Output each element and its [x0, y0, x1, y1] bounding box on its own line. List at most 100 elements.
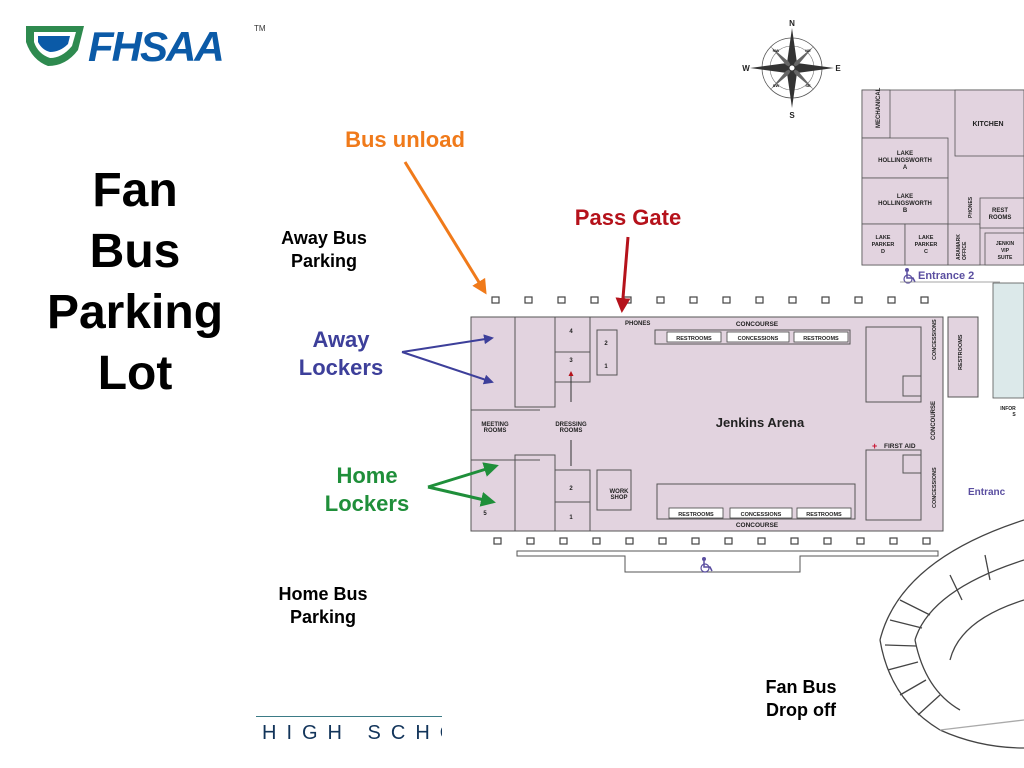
- fan-bus-drop-off-line-1: Fan Bus: [765, 677, 837, 697]
- concourse-top-rooms: [666, 331, 852, 519]
- restrooms-right: RESTROOMS: [958, 334, 964, 370]
- lake-hollingsworth-b-3: B: [903, 208, 908, 214]
- restrooms-3: RESTROOMS: [678, 512, 714, 518]
- home-lockers-line-1: Home: [336, 463, 398, 488]
- away-bus-parking-line-1: Away Bus: [281, 228, 367, 248]
- room-3: 3: [569, 358, 573, 364]
- annex-kitchen: KITCHEN: [972, 121, 1003, 128]
- away-bus-parking-line-2: Parking: [290, 251, 358, 271]
- away-bus-parking-label: Away Bus Parking: [256, 227, 392, 273]
- jenkins-vip-1: JENKIN: [996, 241, 1015, 247]
- room-1-small: 1: [604, 364, 608, 370]
- first-aid: FIRST AID: [884, 443, 916, 450]
- dressing-rooms-1: DRESSING: [555, 422, 587, 428]
- restrooms-4: RESTROOMS: [806, 512, 842, 518]
- information-1: INFOR: [1000, 406, 1016, 412]
- restrooms-1: RESTROOMS: [676, 336, 712, 342]
- dressing-rooms-2: ROOMS: [560, 428, 583, 434]
- home-lockers-label: Home Lockers: [304, 462, 430, 518]
- circular-drop-off-structure: [879, 519, 1024, 749]
- jenkins-arena-building: [470, 316, 979, 532]
- information-2: S: [1012, 412, 1016, 418]
- restrooms-2: RESTROOMS: [803, 336, 839, 342]
- lake-parker-d-2: PARKER: [872, 242, 895, 248]
- trademark-mark: TM: [254, 24, 266, 33]
- pass-gate-arrow: [615, 236, 631, 313]
- compass-e: E: [835, 64, 841, 73]
- room-1: 1: [569, 515, 573, 521]
- annex-building: [861, 89, 1024, 399]
- lake-hollingsworth-b-2: HOLLINGSWORTH: [878, 201, 932, 207]
- concessions-right-1: CONCESSIONS: [932, 319, 938, 360]
- away-lockers-label: Away Lockers: [278, 326, 404, 382]
- compass-sw: SW: [773, 83, 780, 88]
- title-line-2: Bus: [89, 225, 181, 278]
- home-bus-parking-line-2: Parking: [289, 607, 357, 627]
- work-shop-2: SHOP: [610, 495, 627, 501]
- room-2: 2: [569, 486, 573, 492]
- logo-wordmark: FHSAA: [88, 23, 225, 70]
- concessions-1: CONCESSIONS: [738, 336, 779, 342]
- meeting-rooms-1: MEETING: [481, 422, 509, 428]
- room-5: 5: [483, 511, 487, 517]
- compass-ne: NE: [805, 48, 811, 53]
- page-title: Fan Bus Parking Lot: [30, 160, 240, 404]
- home-lockers-line-2: Lockers: [324, 491, 410, 516]
- room-4: 4: [569, 329, 573, 335]
- lake-hollingsworth-a-1: LAKE: [897, 151, 913, 157]
- fan-bus-drop-off-line-2: Drop off: [766, 700, 836, 720]
- concourse-bottom: CONCOURSE: [736, 522, 779, 529]
- bus-unload-label: Bus unload: [345, 127, 465, 152]
- pass-gate-label: Pass Gate: [574, 205, 682, 230]
- away-lockers-line-1: Away: [312, 327, 370, 352]
- compass-se: SE: [805, 83, 811, 88]
- compass-s: S: [789, 111, 795, 120]
- arena-phones: PHONES: [625, 321, 650, 327]
- room-2-small: 2: [604, 341, 608, 347]
- home-lockers-arrow-1: [427, 462, 499, 489]
- annex-phones: PHONES: [968, 196, 974, 218]
- parking-markers-bottom: [493, 537, 931, 545]
- title-line-3: Parking: [46, 286, 224, 339]
- compass-nw: NW: [773, 48, 780, 53]
- shield-icon: [26, 26, 84, 66]
- entrance-main-label: Entranc: [968, 487, 1006, 498]
- concourse-right: CONCOURSE: [931, 401, 937, 440]
- jenkins-vip-2: VIP: [1001, 248, 1010, 254]
- lake-parker-c-2: PARKER: [915, 242, 938, 248]
- home-bus-parking-label: Home Bus Parking: [252, 583, 394, 629]
- first-aid-cross-icon: +: [872, 441, 877, 451]
- annex-rest-rooms-1: REST: [992, 208, 1008, 214]
- compass-rose-icon: N S E W NE NW SE SW: [742, 19, 841, 120]
- lake-parker-d-1: LAKE: [876, 235, 891, 241]
- fan-bus-drop-off-label: Fan Bus Drop off: [740, 676, 862, 722]
- lake-parker-c-3: C: [924, 249, 928, 255]
- entrance-2-label: Entrance 2: [918, 270, 974, 282]
- lake-parker-c-1: LAKE: [919, 235, 934, 241]
- meeting-rooms-2: ROOMS: [484, 428, 507, 434]
- parking-markers-top: [491, 296, 929, 304]
- annex-mechanical: MECHANICAL: [876, 87, 882, 128]
- home-lockers-arrow-2: [427, 485, 496, 507]
- wheelchair-icon-bottom: [700, 557, 713, 573]
- concessions-right-2: CONCESSIONS: [932, 467, 938, 508]
- away-lockers-arrow-2: [401, 351, 494, 385]
- jenkins-vip-3: SUITE: [998, 255, 1013, 261]
- lake-parker-d-3: D: [881, 249, 885, 255]
- bus-unload-arrow: [403, 161, 487, 295]
- annex-rest-rooms-2: ROOMS: [989, 215, 1012, 221]
- away-lockers-line-2: Lockers: [298, 355, 384, 380]
- home-bus-parking-line-1: Home Bus: [278, 584, 368, 604]
- title-line-1: Fan: [92, 164, 178, 217]
- aramark-office-2: OFFICE: [962, 241, 968, 260]
- compass-w: W: [742, 64, 750, 73]
- fhsaa-logo: FHSAA TM: [22, 20, 266, 70]
- work-shop-1: WORK: [610, 489, 630, 495]
- lake-hollingsworth-a-3: A: [903, 165, 908, 171]
- wheelchair-icon: [903, 268, 916, 284]
- concourse-top: CONCOURSE: [736, 321, 779, 328]
- footer-divider: [256, 716, 442, 717]
- footer-text: HIGH SCHOOL: [262, 722, 442, 744]
- aramark-office-1: ARAMARK: [956, 234, 962, 260]
